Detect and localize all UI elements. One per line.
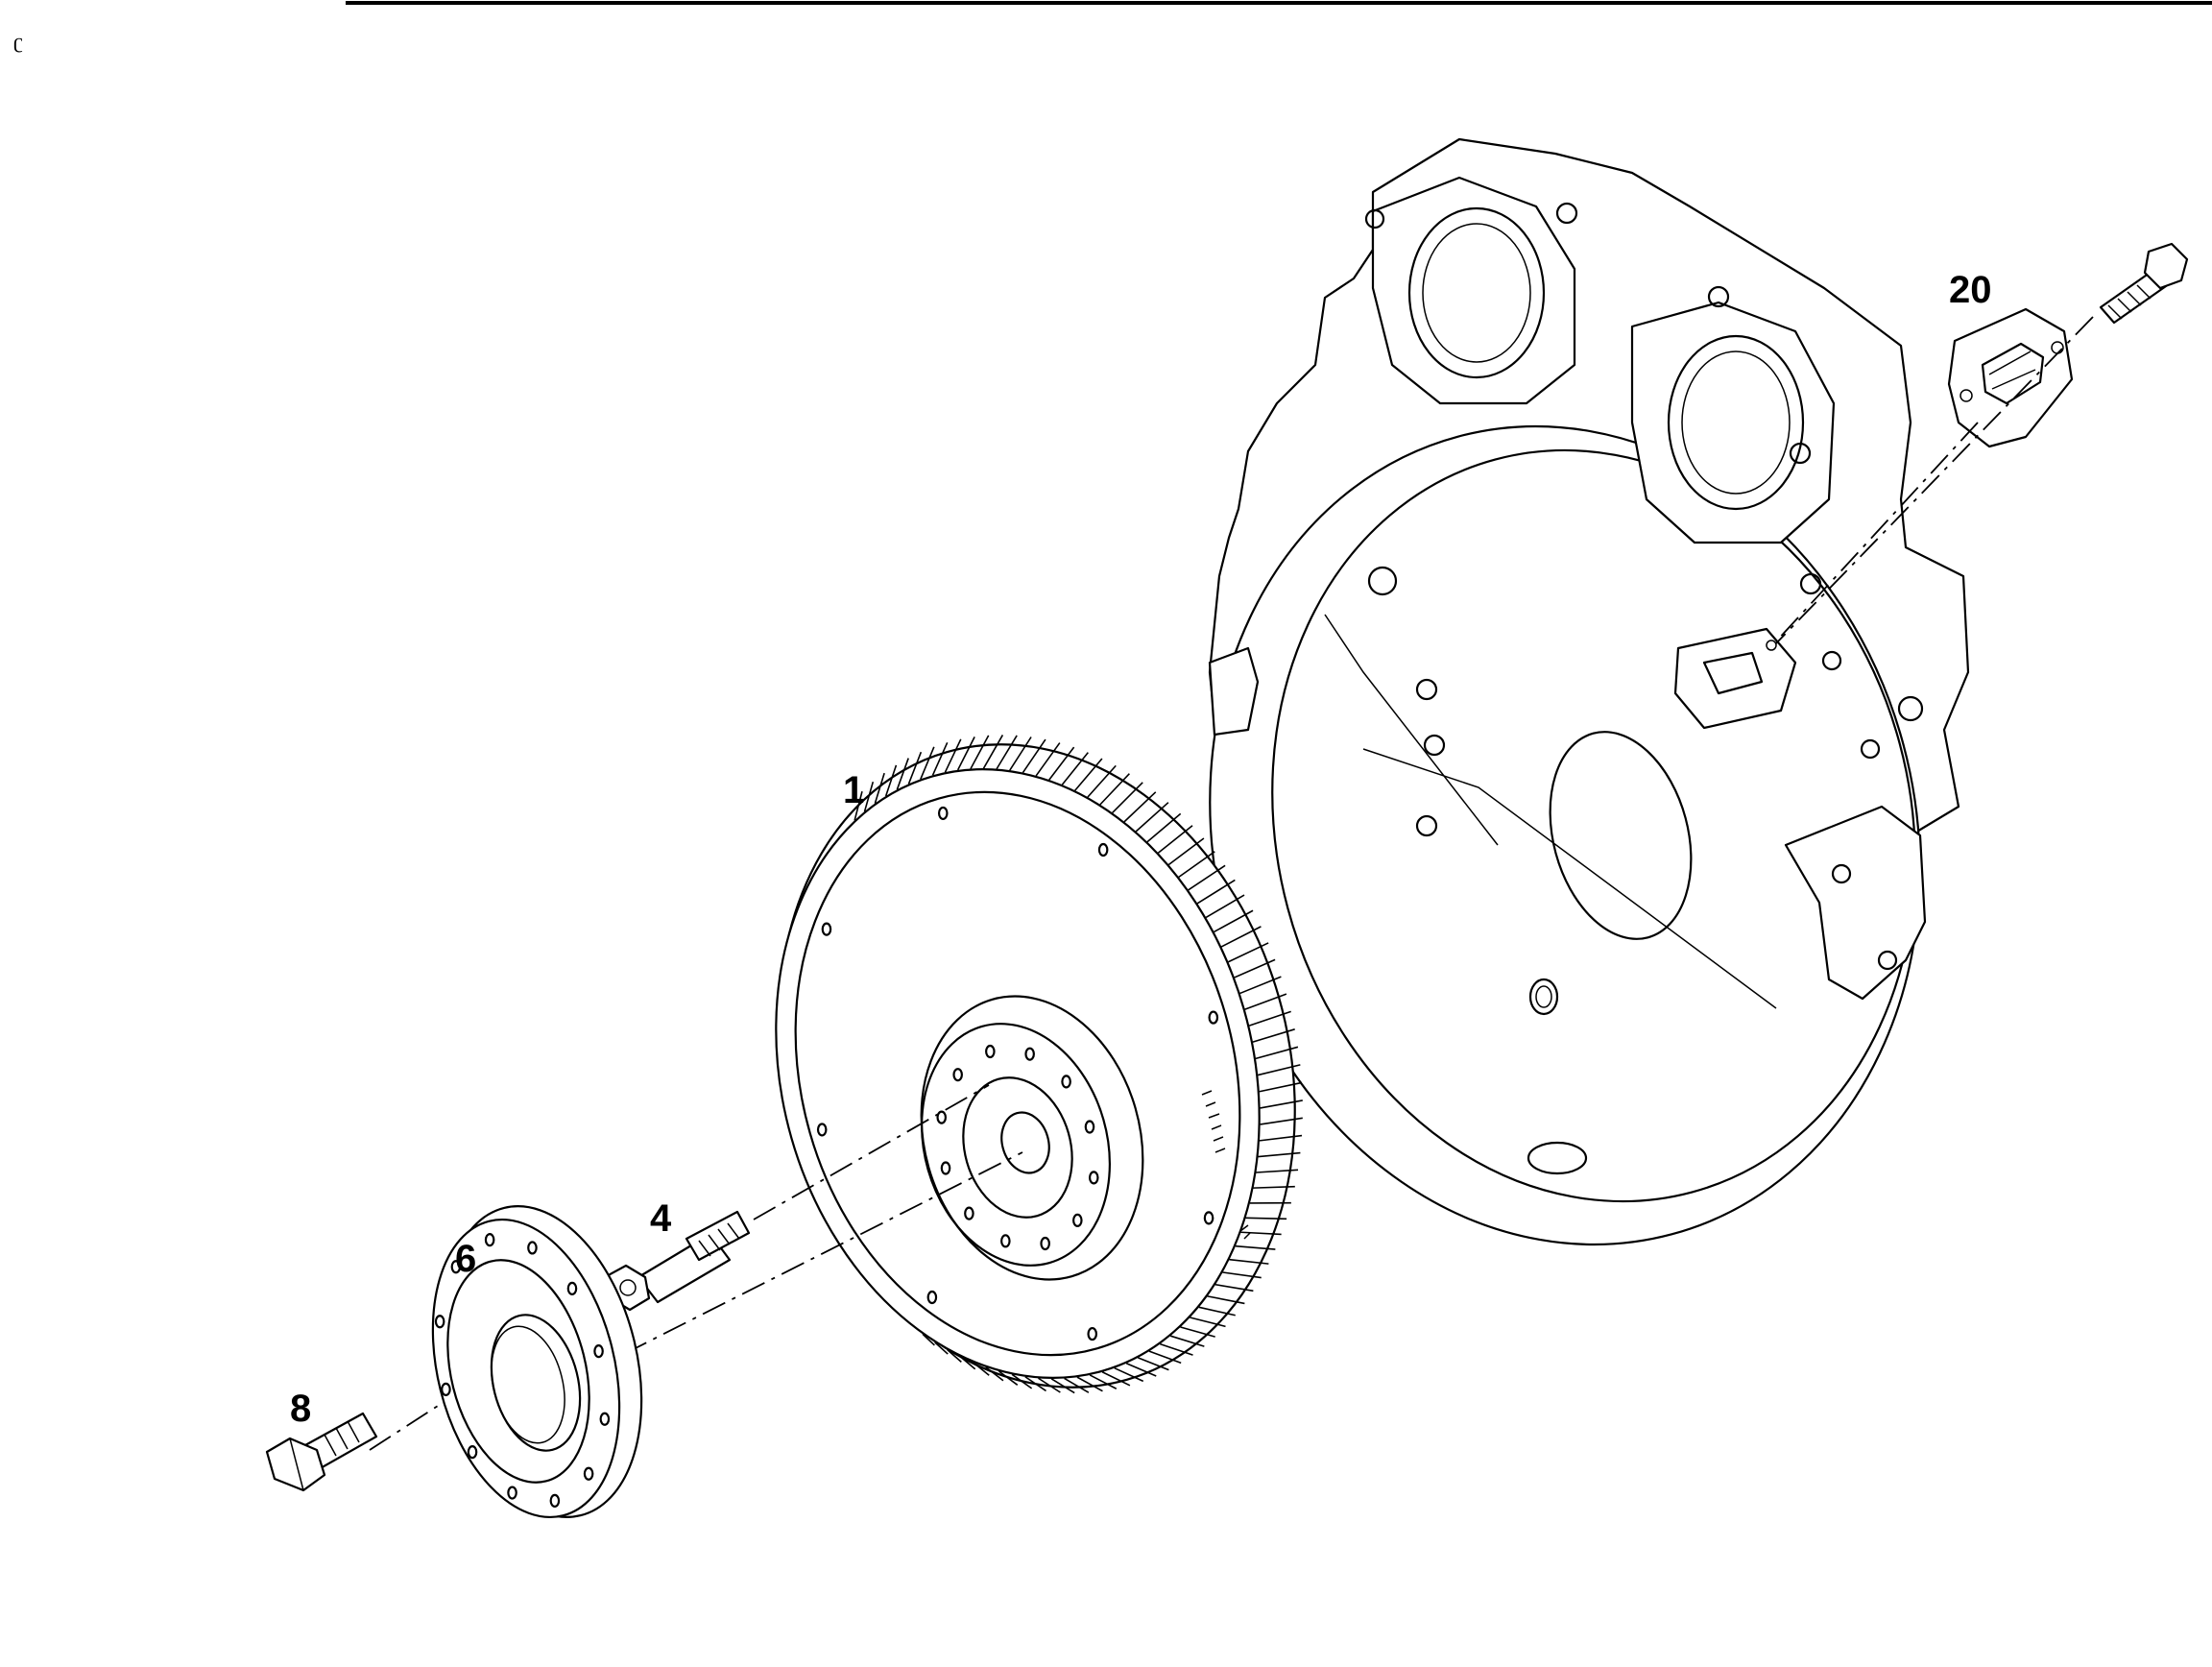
flywheel-rim-bolt-holes xyxy=(816,806,1219,1341)
flywheel-ring-gear-teeth xyxy=(854,735,1303,1394)
housing-inner-ring xyxy=(1271,448,1916,1203)
adapter-plate xyxy=(431,1205,643,1519)
axis-line-lower xyxy=(623,1151,1023,1355)
flywheel-timing-marks xyxy=(1201,1090,1251,1240)
cover-plate-axis-line xyxy=(1775,316,2094,644)
flywheel-bolt xyxy=(603,1210,751,1312)
housing-center-bore xyxy=(1549,731,1693,940)
flywheel-hub-bolt-holes xyxy=(936,1044,1099,1251)
cover-plate-assembly xyxy=(1775,242,2189,644)
adapter-plate-bolt-holes xyxy=(434,1233,611,1508)
flywheel-housing xyxy=(1208,137,1970,1246)
housing-right-bore xyxy=(1667,334,1805,511)
housing-inner-web xyxy=(1324,614,1499,846)
cover-plate xyxy=(1947,307,2074,448)
callout-1: 1 xyxy=(843,769,864,811)
flywheel-hub-bore-ring xyxy=(962,1076,1073,1219)
housing-threaded-hole xyxy=(1528,978,1559,1016)
flywheel-hub-outer xyxy=(920,995,1144,1281)
adapter-bolt xyxy=(265,1412,378,1492)
housing-back-edge xyxy=(1362,748,1777,1009)
callout-6: 6 xyxy=(455,1238,476,1280)
housing-left-lug xyxy=(1208,646,1260,737)
flywheel-hub-bore xyxy=(1000,1111,1050,1174)
axis-line-upper xyxy=(753,1084,990,1220)
housing-cover-mounting-pad xyxy=(1673,627,1797,730)
flywheel-face-inner-rim xyxy=(794,790,1241,1357)
callout-8: 8 xyxy=(290,1388,311,1430)
callout-4: 4 xyxy=(650,1197,672,1240)
callout-20: 20 xyxy=(1949,269,1992,311)
housing-right-foot xyxy=(1784,805,1927,1001)
housing-left-bore xyxy=(1407,206,1546,379)
cover-plate-bolt xyxy=(2099,242,2189,325)
housing-lower-hole xyxy=(1527,1141,1588,1175)
corner-mark: ʗ xyxy=(13,29,23,53)
flywheel xyxy=(775,735,1303,1394)
flywheel-hub-flange xyxy=(921,1023,1111,1267)
